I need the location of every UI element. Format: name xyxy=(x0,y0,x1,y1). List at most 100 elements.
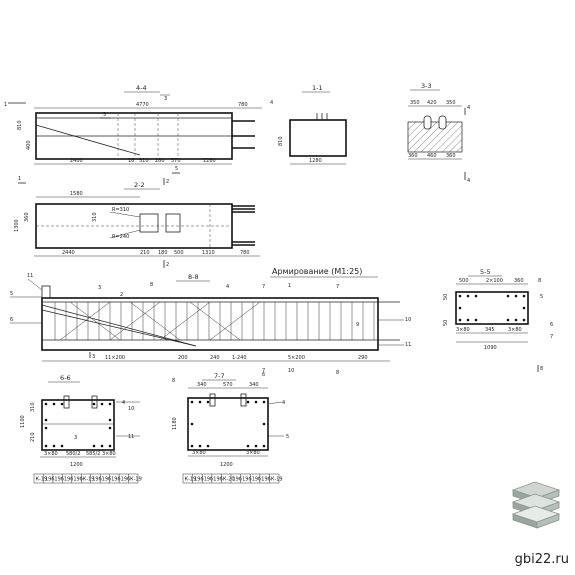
svg-text:8: 8 xyxy=(538,278,541,284)
section-7-7: 7-7 340 570 340 3×80 3×80 1200 1180 4 5 … xyxy=(172,372,289,484)
rebar-dot xyxy=(92,444,96,448)
svg-text:8: 8 xyxy=(150,282,153,288)
svg-text:11: 11 xyxy=(128,434,134,440)
rebar-dot xyxy=(466,294,470,298)
svg-text:1300: 1300 xyxy=(14,219,20,232)
section-2-2-title: 2-2 xyxy=(134,181,145,189)
svg-text:1: 1 xyxy=(4,102,7,108)
table-cell: 19б xyxy=(213,477,222,483)
svg-text:400: 400 xyxy=(26,140,32,150)
table-cell: К-19 xyxy=(36,477,48,483)
table-cell: 19б xyxy=(242,477,251,483)
rebar-dot xyxy=(514,318,518,322)
rebar-dot xyxy=(262,444,266,448)
site-watermark: gbi22.ru xyxy=(514,552,569,567)
table-cell: К-19 xyxy=(185,477,197,483)
svg-text:585/2: 585/2 xyxy=(86,451,100,457)
svg-text:8: 8 xyxy=(172,378,175,384)
rebar-dot xyxy=(206,400,210,404)
rebar-dot xyxy=(108,444,112,448)
svg-text:7: 7 xyxy=(262,368,265,374)
svg-text:5: 5 xyxy=(286,434,289,440)
svg-text:1280: 1280 xyxy=(203,158,216,164)
svg-text:4: 4 xyxy=(282,400,285,406)
svg-text:3: 3 xyxy=(74,435,77,441)
svg-text:350: 350 xyxy=(410,100,420,106)
svg-text:7: 7 xyxy=(336,284,339,290)
svg-text:3: 3 xyxy=(164,96,167,102)
svg-text:2: 2 xyxy=(166,262,169,268)
svg-text:10: 10 xyxy=(128,406,134,412)
svg-text:5: 5 xyxy=(103,112,106,118)
svg-text:50: 50 xyxy=(443,320,449,326)
svg-text:9: 9 xyxy=(356,322,359,328)
svg-text:1100: 1100 xyxy=(20,415,26,428)
section-5-5: 5-5 500 2×100 360 3×80 345 3×80 1090 50 … xyxy=(443,268,553,372)
svg-text:3×80: 3×80 xyxy=(246,450,260,456)
svg-text:6: 6 xyxy=(550,322,553,328)
table-cell: 19б xyxy=(194,477,203,483)
svg-text:580/2: 580/2 xyxy=(66,451,80,457)
svg-text:510: 510 xyxy=(139,158,149,164)
rebar-dot xyxy=(246,444,250,448)
table-cell: 19б xyxy=(261,477,270,483)
section-7-7-title: 7-7 xyxy=(214,372,225,380)
table-cell: 19б xyxy=(73,477,82,483)
section-5-5-title: 5-5 xyxy=(480,268,491,276)
logo-icon xyxy=(511,481,561,529)
svg-text:7: 7 xyxy=(262,284,265,290)
svg-text:4: 4 xyxy=(122,400,125,406)
table-cell: 19б xyxy=(111,477,120,483)
rebar-dot xyxy=(522,306,526,310)
svg-text:2: 2 xyxy=(120,292,123,298)
svg-text:16: 16 xyxy=(128,158,134,164)
rebar-dot xyxy=(506,318,510,322)
svg-text:5: 5 xyxy=(10,291,13,297)
svg-text:3×80: 3×80 xyxy=(102,451,116,457)
svg-text:570: 570 xyxy=(223,382,233,388)
svg-text:210: 210 xyxy=(140,250,150,256)
svg-text:180: 180 xyxy=(158,250,168,256)
rebar-dot xyxy=(190,400,194,404)
svg-text:420: 420 xyxy=(427,100,437,106)
svg-text:1: 1 xyxy=(18,176,21,182)
svg-text:11: 11 xyxy=(405,342,411,348)
svg-text:2400: 2400 xyxy=(70,158,83,164)
rebar-dot xyxy=(254,400,258,404)
svg-text:200: 200 xyxy=(178,355,188,361)
rebar-dot xyxy=(44,402,48,406)
rebar-dot xyxy=(506,294,510,298)
svg-text:10: 10 xyxy=(288,368,294,374)
section-6-6: 6-6 1100 310 210 3 3×80 580/2 585/2 3×80… xyxy=(20,374,142,484)
svg-text:1200: 1200 xyxy=(220,462,233,468)
svg-text:4: 4 xyxy=(467,178,470,184)
svg-text:345: 345 xyxy=(485,327,495,333)
svg-text:1180: 1180 xyxy=(172,417,178,430)
svg-text:1: 1 xyxy=(288,283,291,289)
svg-text:2: 2 xyxy=(166,179,169,185)
rebar-dot xyxy=(198,400,202,404)
table-cell: К-19 xyxy=(83,477,95,483)
svg-text:1280: 1280 xyxy=(309,158,322,164)
svg-text:460: 460 xyxy=(427,153,437,159)
section-8-8: 8-8 5 6 11 3 8 2 4 7 1 7 9 10 11 3 11×20… xyxy=(10,273,411,376)
svg-text:3: 3 xyxy=(92,354,95,360)
svg-text:360: 360 xyxy=(446,153,456,159)
section-2-2: 2-2 2 1580 R=310 R=240 1300 360 310 2440… xyxy=(14,178,260,268)
rebar-dot xyxy=(44,426,48,430)
table-cell: 19б xyxy=(54,477,63,483)
svg-text:50: 50 xyxy=(443,294,449,300)
rebar-dot xyxy=(60,444,64,448)
rebar-dot xyxy=(52,402,56,406)
table-cell: К-20 xyxy=(223,477,235,483)
svg-text:5: 5 xyxy=(540,294,543,300)
table-cell: К-19 xyxy=(271,477,283,483)
svg-text:11×200: 11×200 xyxy=(105,355,125,361)
svg-text:3×80: 3×80 xyxy=(508,327,522,333)
section-8-8-title: 8-8 xyxy=(188,273,199,281)
svg-text:4: 4 xyxy=(467,105,470,111)
svg-text:240: 240 xyxy=(210,355,220,361)
